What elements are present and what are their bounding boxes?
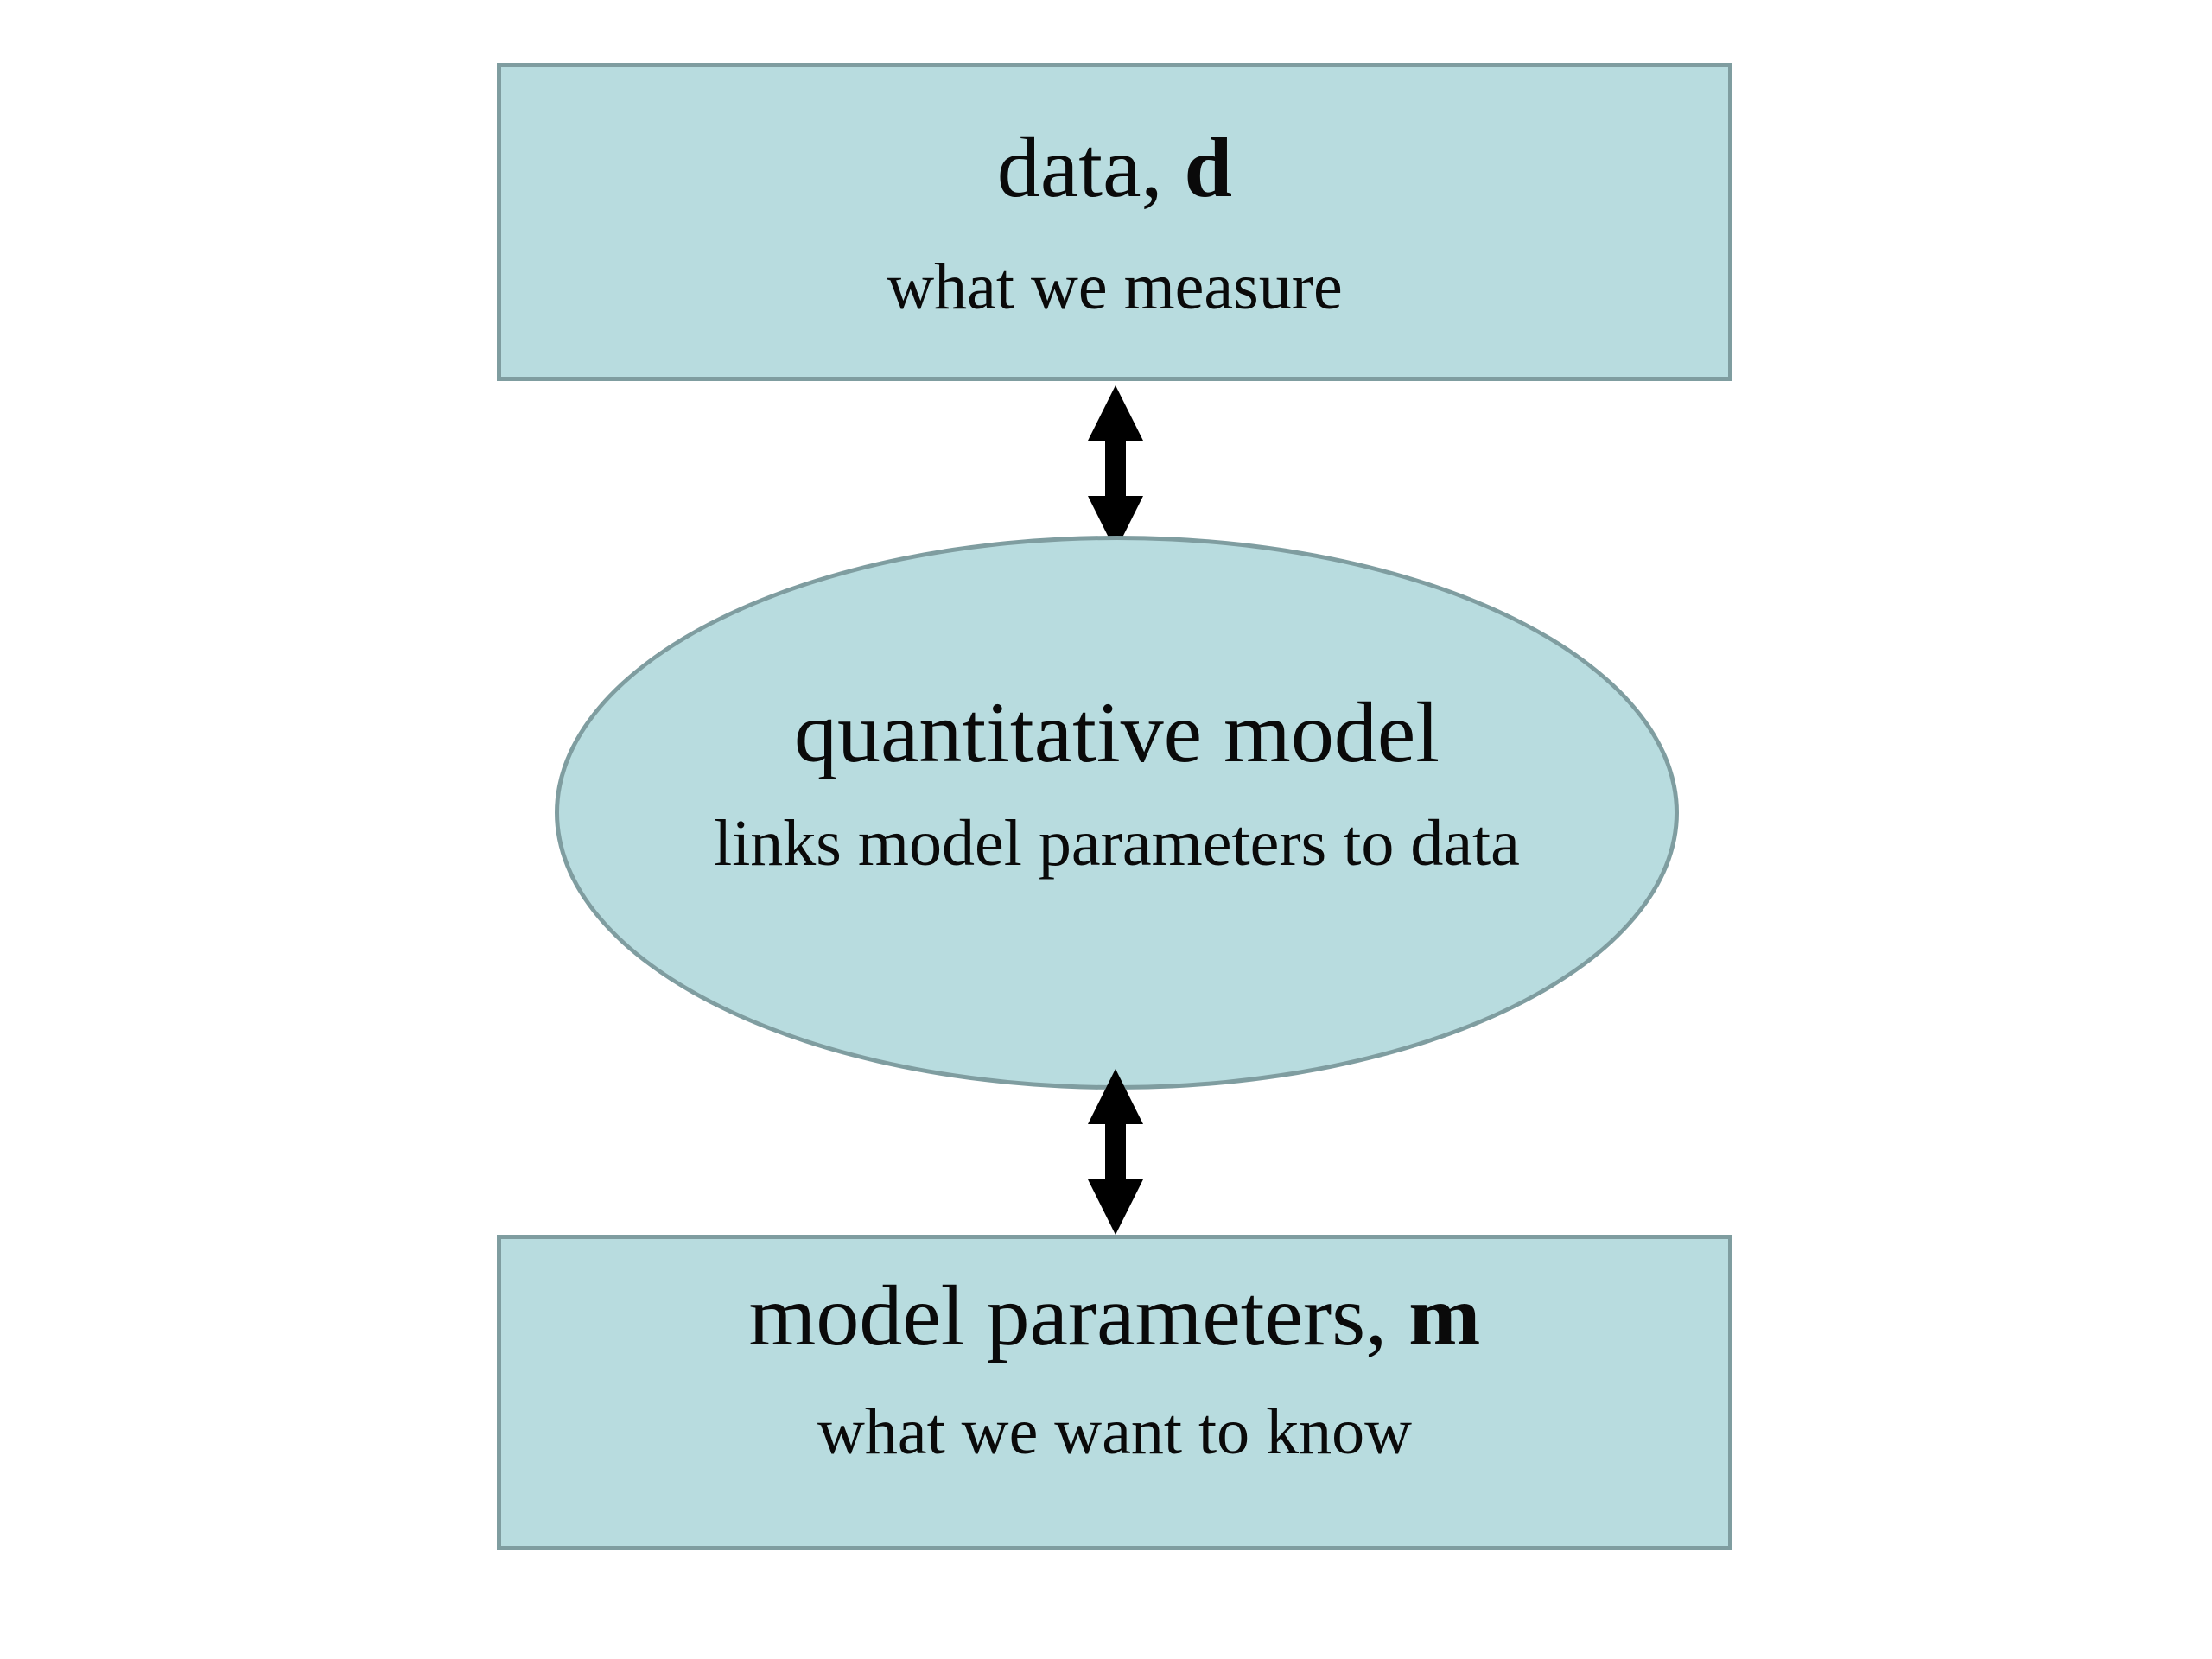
data-box-title-symbol: d xyxy=(1184,119,1233,216)
data-box-subtitle: what we measure xyxy=(887,251,1343,324)
model-parameters-subtitle: what we want to know xyxy=(817,1395,1413,1468)
quantitative-model-title: quantitative model xyxy=(793,683,1440,780)
model-parameters-box: model parameters, m what we want to know xyxy=(497,1235,1732,1550)
model-parameters-title: model parameters, m xyxy=(748,1267,1481,1363)
data-box: data, d what we measure xyxy=(497,63,1732,381)
double-headed-arrow-icon xyxy=(1088,385,1143,551)
quantitative-model-subtitle: links model parameters to data xyxy=(714,806,1520,880)
model-parameters-title-symbol: m xyxy=(1408,1267,1481,1363)
model-parameters-title-prefix: model parameters, xyxy=(748,1267,1409,1363)
data-box-title: data, d xyxy=(997,122,1232,213)
double-headed-arrow-icon xyxy=(1088,1069,1143,1235)
data-box-title-prefix: data, xyxy=(996,119,1185,216)
quantitative-model-ellipse: quantitative model links model parameter… xyxy=(555,536,1679,1090)
